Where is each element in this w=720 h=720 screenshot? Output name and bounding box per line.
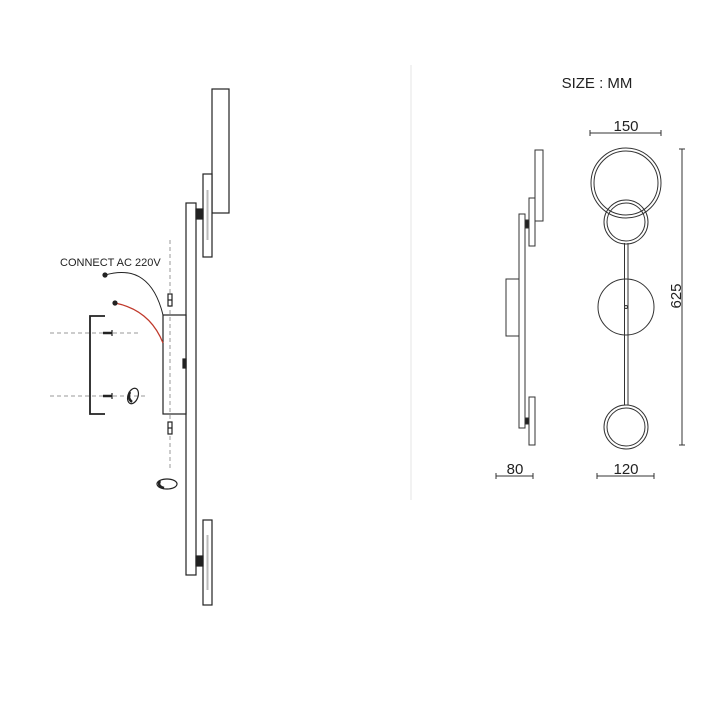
bottom-width-dimension: 120	[613, 461, 638, 478]
dimension-lines	[495, 130, 685, 479]
unit-label: SIZE : MM	[562, 75, 633, 92]
depth-dimension: 80	[507, 461, 524, 478]
anchor-icon	[156, 478, 178, 490]
top-connector	[195, 208, 204, 220]
wall-screw-icon	[103, 393, 113, 399]
mounting-bracket	[89, 315, 105, 415]
screw-icon	[167, 293, 173, 307]
side-view	[505, 149, 544, 446]
front-view	[590, 147, 662, 450]
top-width-dimension: 150	[613, 118, 638, 135]
bottom-connector	[195, 555, 204, 567]
height-dimension: 625	[668, 283, 685, 308]
box-tab	[182, 358, 187, 369]
screw-icon	[167, 421, 173, 435]
black-wire	[104, 271, 164, 316]
wire-label: CONNECT AC 220V	[60, 257, 161, 269]
top-light-panel	[211, 88, 230, 214]
main-bar	[185, 202, 197, 576]
red-wire	[114, 302, 164, 344]
wall-screw-icon	[103, 330, 113, 336]
anchor-icon	[126, 387, 140, 405]
installation-view	[50, 88, 230, 606]
